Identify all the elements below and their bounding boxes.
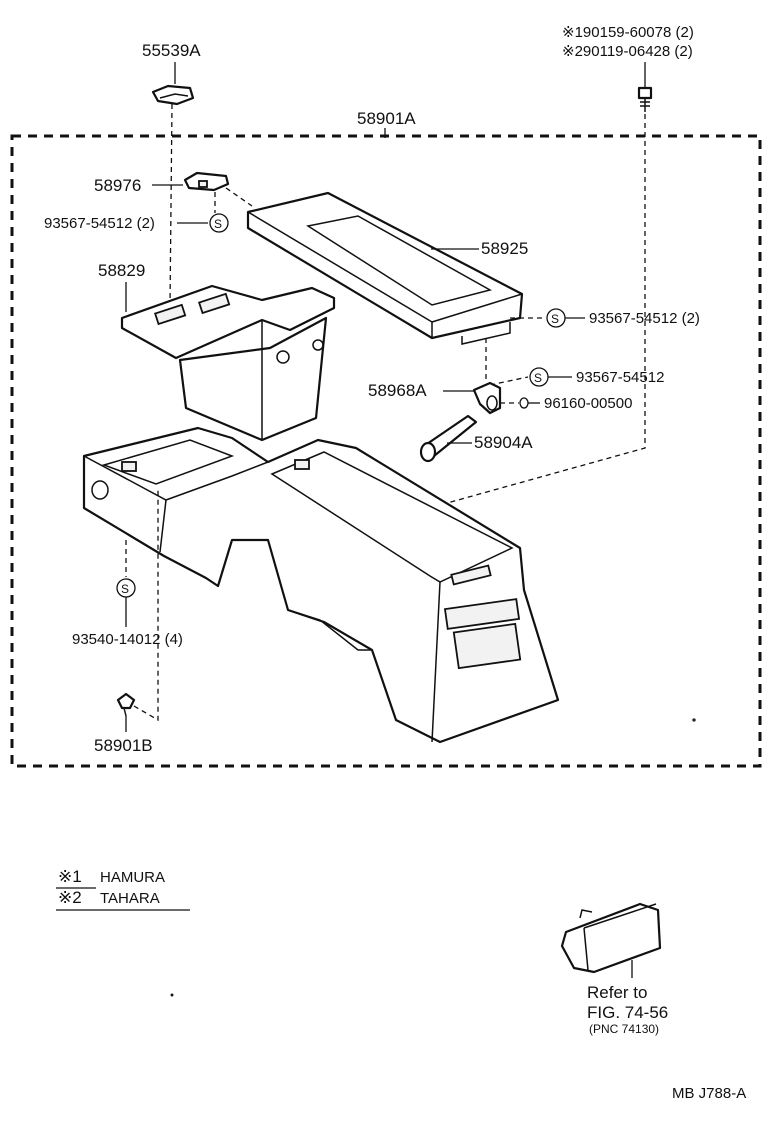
part-55539A-cap bbox=[151, 84, 195, 106]
legend-mark-2: ※2 bbox=[58, 888, 82, 907]
label-screw-upper-left: 93567-54512 (2) bbox=[44, 215, 155, 232]
label-clip-1: ※190159-60078 (2) bbox=[562, 24, 694, 41]
part-58904A-pin bbox=[419, 414, 478, 463]
label-58925: 58925 bbox=[481, 239, 528, 258]
part-58976-bracket bbox=[183, 171, 230, 192]
legend-text-1: HAMURA bbox=[100, 869, 165, 886]
ref-line-1: Refer to bbox=[587, 983, 647, 1002]
ref-line-3: (PNC 74130) bbox=[589, 1022, 659, 1036]
s-symbol-icon bbox=[209, 213, 229, 233]
label-58976: 58976 bbox=[94, 176, 141, 195]
label-58968A: 58968A bbox=[368, 381, 427, 400]
svg-text:S: S bbox=[534, 371, 542, 385]
part-58968A-hinge bbox=[472, 381, 502, 415]
svg-text:S: S bbox=[121, 582, 129, 596]
legend-mark-1: ※1 bbox=[58, 867, 82, 886]
svg-text:S: S bbox=[551, 312, 559, 326]
label-58901A: 58901A bbox=[357, 109, 416, 128]
label-screw-lower: 93540-14012 (4) bbox=[72, 631, 183, 648]
label-clip-2: ※290119-06428 (2) bbox=[562, 43, 693, 60]
part-reference-ashtray bbox=[560, 902, 662, 974]
label-58829: 58829 bbox=[98, 261, 145, 280]
ref-line-2: FIG. 74-56 bbox=[587, 1003, 668, 1022]
label-washer: 96160-00500 bbox=[544, 395, 632, 412]
part-clip-screw bbox=[637, 86, 653, 112]
label-58901B: 58901B bbox=[94, 736, 153, 755]
part-58901B-clip bbox=[116, 692, 136, 717]
svg-text:S: S bbox=[214, 217, 222, 231]
label-58904A: 58904A bbox=[474, 433, 533, 452]
legend: ※1 HAMURA ※2 TAHARA bbox=[56, 867, 190, 911]
label-55539A: 55539A bbox=[142, 41, 201, 60]
part-console-body bbox=[82, 426, 560, 744]
label-screw-right-mid: 93567-54512 bbox=[576, 369, 664, 386]
part-58829-box bbox=[120, 284, 336, 442]
label-screw-right-upper: 93567-54512 (2) bbox=[589, 310, 700, 327]
diagram-code: MB J788-A bbox=[672, 1085, 746, 1102]
washer-icon bbox=[519, 397, 529, 409]
legend-text-2: TAHARA bbox=[100, 890, 160, 907]
assembly-frame bbox=[10, 134, 762, 768]
